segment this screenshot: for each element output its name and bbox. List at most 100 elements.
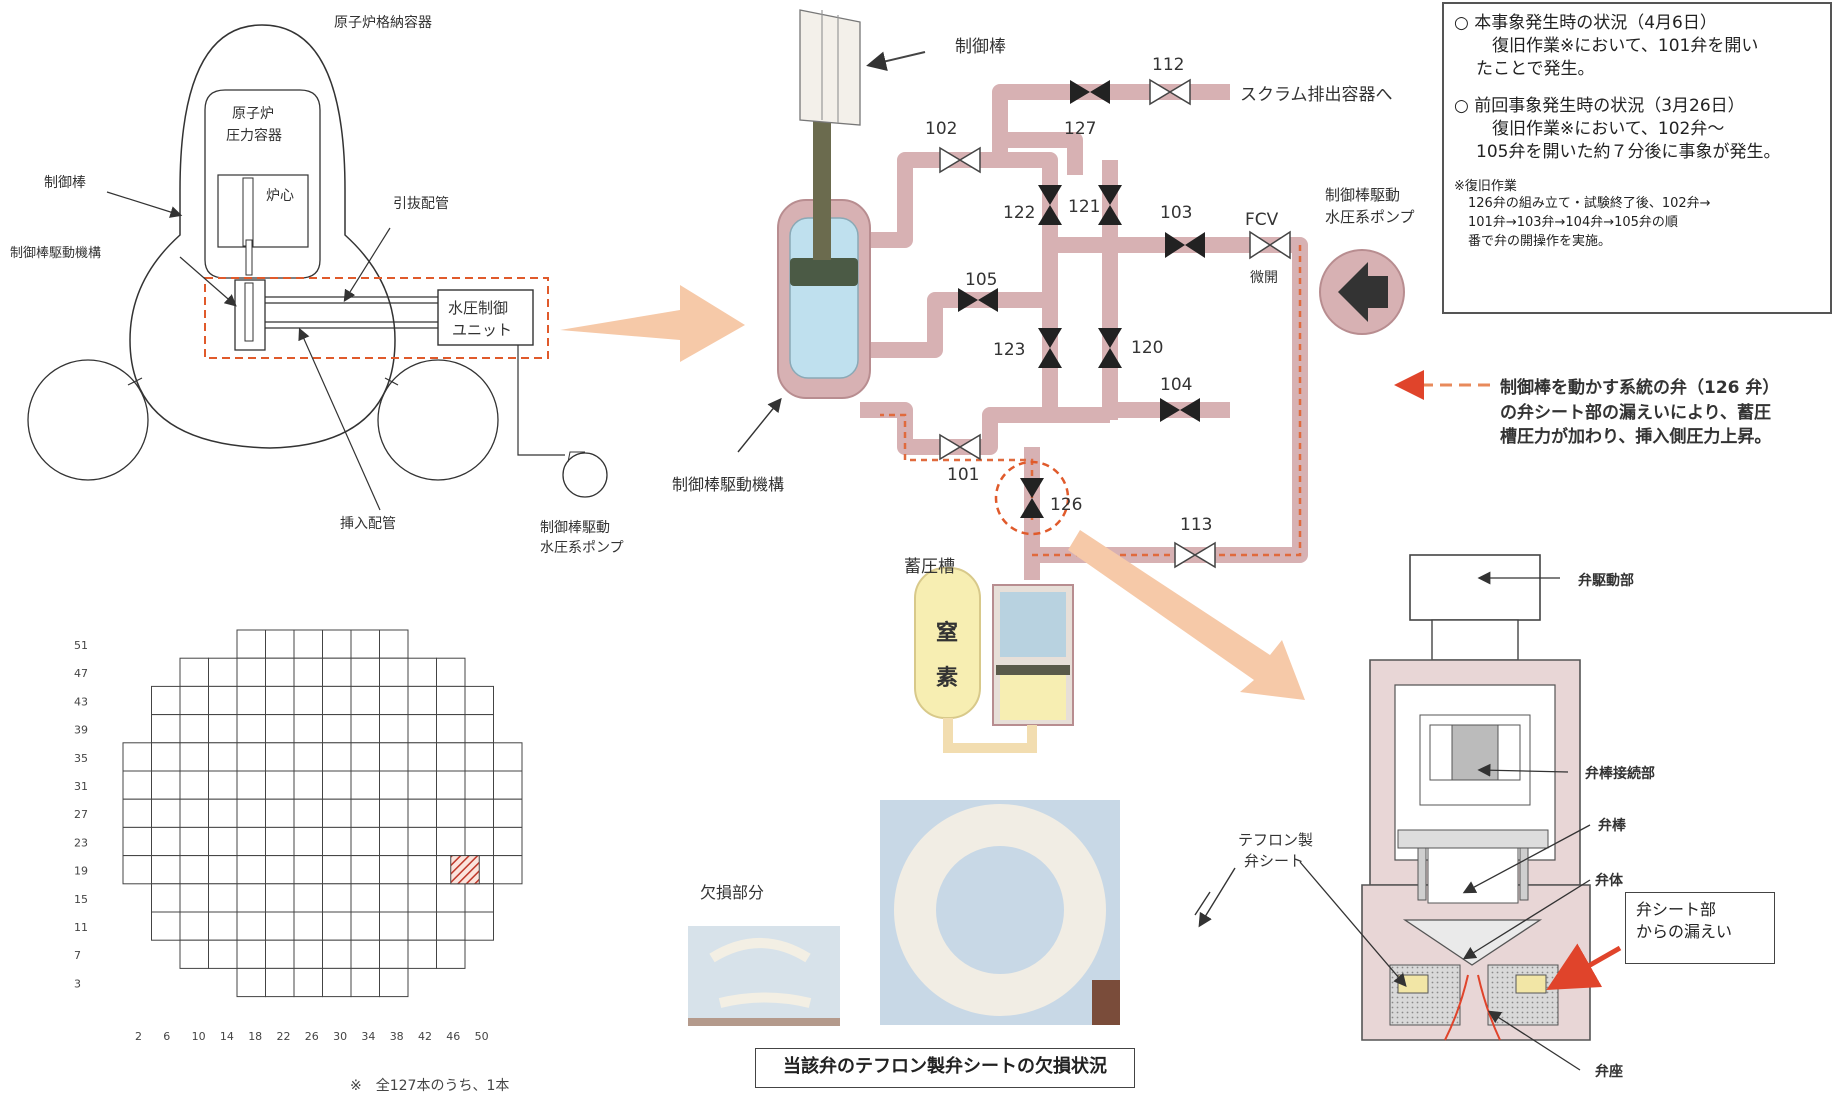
core-footnote: ※ 全127本のうち、1本 xyxy=(350,1077,509,1093)
core-cell xyxy=(237,827,266,855)
valve-label-121: 121 xyxy=(1068,197,1100,217)
core-cell xyxy=(465,715,494,743)
core-y-label: 43 xyxy=(74,695,88,708)
valve-126 xyxy=(1020,478,1044,518)
pump-label-1: 制御棒駆動 xyxy=(540,520,610,536)
core-cell xyxy=(437,771,466,799)
core-cell xyxy=(209,771,238,799)
core-cell xyxy=(380,827,409,855)
core-cell xyxy=(180,686,209,714)
accumulator-label: 蓄圧槽 xyxy=(904,557,955,577)
core-cell xyxy=(209,940,238,968)
valve-127 xyxy=(1070,80,1110,104)
core-cell xyxy=(380,686,409,714)
core-cell xyxy=(294,968,323,996)
valve-cross-section: 弁駆動部 弁棒接続部 弁棒 弁体 弁座 テフロン製 弁シート xyxy=(1238,555,1655,1080)
previous-event-line2: 復旧作業※において、102弁～ xyxy=(1454,118,1820,141)
core-cell xyxy=(494,827,523,855)
core-cell xyxy=(152,884,181,912)
core-cell xyxy=(351,686,380,714)
photo-caption: 当該弁のテフロン製弁シートの欠損状況 xyxy=(755,1048,1135,1088)
previous-event-head: ○ 前回事象発生時の状況（3月26日） xyxy=(1454,95,1820,118)
core-x-label: 22 xyxy=(277,1030,291,1043)
situation-info-box: ○ 本事象発生時の状況（4月6日） 復旧作業※において、101弁を開い たことで… xyxy=(1442,2,1832,314)
core-y-label: 27 xyxy=(74,808,88,821)
core-cell xyxy=(123,827,152,855)
control-rod-label: 制御棒 xyxy=(44,175,86,191)
core-cell xyxy=(294,940,323,968)
core-cell xyxy=(351,799,380,827)
core-cell xyxy=(408,912,437,940)
core-cell xyxy=(209,658,238,686)
core-cell xyxy=(323,799,352,827)
stem-connection-label: 弁棒接続部 xyxy=(1585,765,1655,782)
nitrogen-2: 素 xyxy=(936,665,958,691)
core-cell xyxy=(266,743,295,771)
core-cell xyxy=(209,686,238,714)
core-x-label: 50 xyxy=(475,1030,489,1043)
photo-damaged-part xyxy=(688,926,840,1026)
core-cell xyxy=(408,743,437,771)
valve-122 xyxy=(1038,185,1062,225)
core-cell xyxy=(465,827,494,855)
hcu-pump-label-2: 水圧系ポンプ xyxy=(1325,208,1415,226)
body-label: 弁体 xyxy=(1595,872,1624,889)
core-cell xyxy=(266,912,295,940)
valve-label-104: 104 xyxy=(1160,375,1192,395)
core-cell xyxy=(237,630,266,658)
damaged-part-label: 欠損部分 xyxy=(700,883,764,902)
seat-leak-box: 弁シート部 からの漏えい xyxy=(1625,892,1775,964)
crd-rod-shaft xyxy=(813,120,831,260)
valve-label-123: 123 xyxy=(993,340,1025,360)
valve-label-120: 120 xyxy=(1131,338,1163,358)
core-cell xyxy=(380,940,409,968)
core-cell xyxy=(437,743,466,771)
core-cell xyxy=(380,799,409,827)
core-cell xyxy=(323,912,352,940)
seat-label: 弁座 xyxy=(1595,1063,1623,1080)
core-cell xyxy=(237,799,266,827)
core-cell xyxy=(294,658,323,686)
core-cell xyxy=(209,827,238,855)
valve-label-113: 113 xyxy=(1180,515,1212,535)
previous-event-line3: 105弁を開いた約７分後に事象が発生。 xyxy=(1454,141,1820,164)
recovery-note-line2: 101弁→103弁→104弁→105弁の順 xyxy=(1454,214,1820,233)
recovery-note-line3: 番で弁の開操作を実施。 xyxy=(1454,233,1820,252)
core-cell xyxy=(152,743,181,771)
crd-mechanism-label: 制御棒駆動機構 xyxy=(10,246,101,261)
valve-label-112: 112 xyxy=(1152,55,1184,75)
recovery-note-title: ※復旧作業 xyxy=(1454,178,1820,196)
core-cell xyxy=(209,856,238,884)
core-cell xyxy=(180,658,209,686)
core-cell xyxy=(351,715,380,743)
actuator-label: 弁駆動部 xyxy=(1578,572,1634,589)
core-y-label: 7 xyxy=(74,949,81,962)
core-y-label: 35 xyxy=(74,752,88,765)
core-cell xyxy=(294,884,323,912)
core-cell xyxy=(465,799,494,827)
hcu-label-2: ユニット xyxy=(452,321,512,339)
core-cell xyxy=(494,771,523,799)
core-cell xyxy=(323,940,352,968)
seat-leak-line-2: からの漏えい xyxy=(1636,921,1764,943)
current-event-line3: たことで発生。 xyxy=(1454,58,1820,81)
core-cell xyxy=(323,827,352,855)
core-x-label: 46 xyxy=(446,1030,460,1043)
core-cell xyxy=(209,743,238,771)
core-cell xyxy=(180,884,209,912)
hcu-pump-label-1: 制御棒駆動 xyxy=(1325,186,1400,204)
nitrogen-1: 窒 xyxy=(936,620,958,646)
core-cell xyxy=(152,715,181,743)
core-cell xyxy=(152,856,181,884)
core-cell xyxy=(494,799,523,827)
core-cell xyxy=(351,743,380,771)
fcv-label: FCV xyxy=(1245,210,1279,230)
core-cell xyxy=(152,686,181,714)
core-x-label: 26 xyxy=(305,1030,319,1043)
core-cell xyxy=(209,715,238,743)
core-label: 炉心 xyxy=(266,188,294,204)
valve-120 xyxy=(1098,328,1122,368)
core-cell xyxy=(351,856,380,884)
containment-vessel xyxy=(130,25,395,448)
core-cell xyxy=(351,912,380,940)
